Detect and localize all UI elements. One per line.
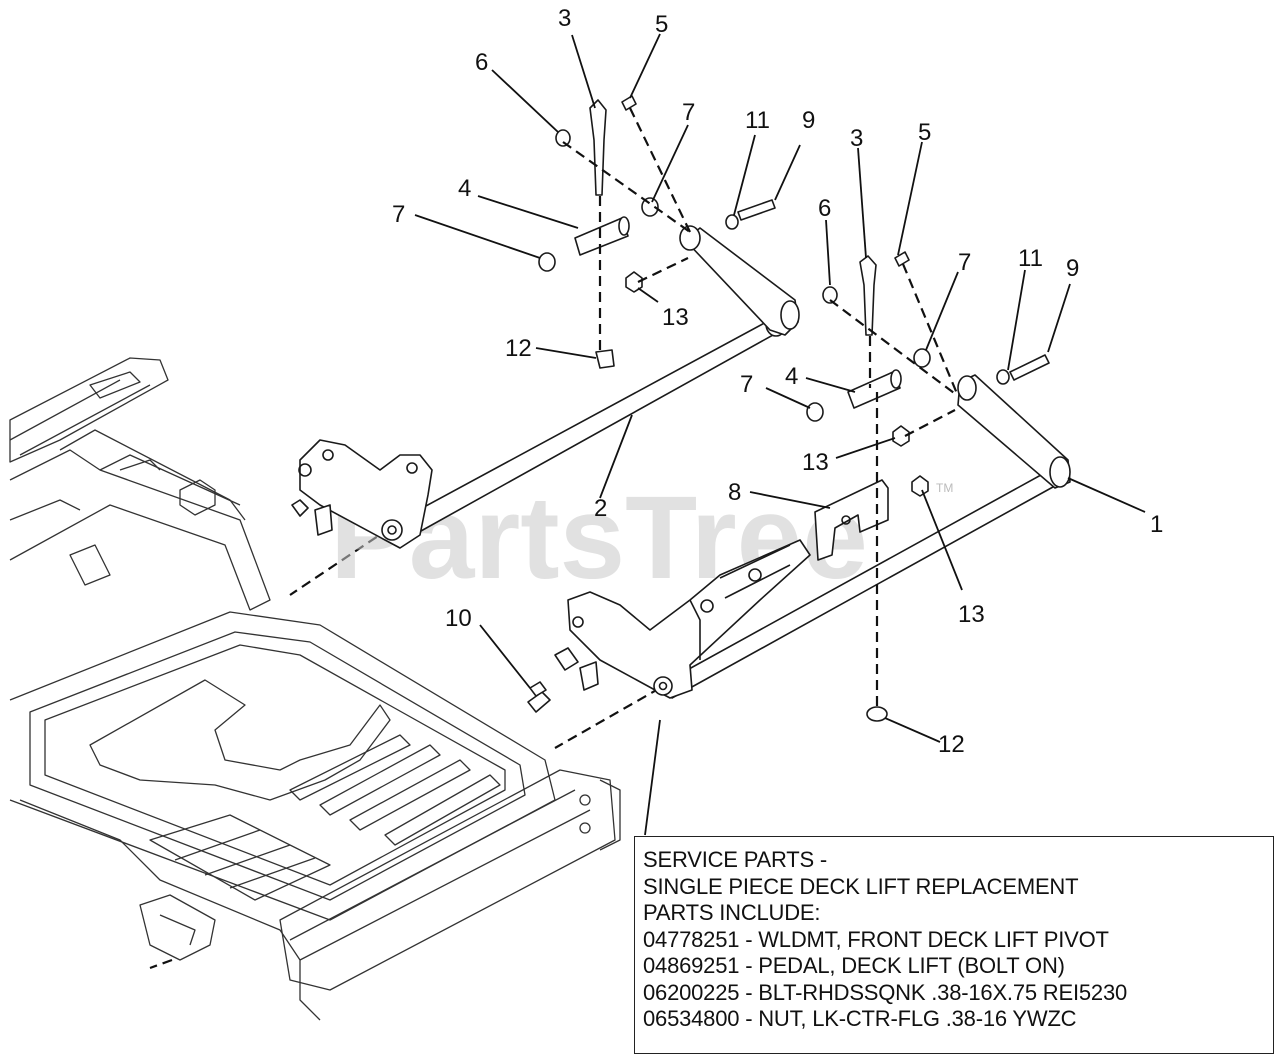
callout-12-lower: 12 bbox=[938, 731, 965, 758]
part-7-clip-b bbox=[641, 197, 659, 217]
callout-5-upper: 5 bbox=[655, 11, 668, 38]
callout-6-upper: 6 bbox=[475, 49, 488, 76]
callout-6-lower: 6 bbox=[818, 195, 831, 222]
callout-1: 1 bbox=[1150, 511, 1163, 538]
part-7-clip-c bbox=[913, 348, 931, 368]
part-3-clevis-a bbox=[589, 99, 607, 196]
service-parts-box: SERVICE PARTS - SINGLE PIECE DECK LIFT R… bbox=[634, 836, 1274, 1054]
part-3-clevis-b bbox=[859, 255, 877, 336]
service-parts-includes-label: PARTS INCLUDE: bbox=[643, 900, 821, 925]
callout-11-upper: 11 bbox=[745, 107, 770, 134]
part-7-clip-a bbox=[538, 252, 556, 272]
callout-9-lower: 9 bbox=[1066, 255, 1079, 282]
callout-8: 8 bbox=[728, 479, 741, 506]
part-7-clip-d bbox=[806, 402, 824, 422]
callout-7-lower-left: 7 bbox=[740, 371, 753, 398]
part-4-pin-b bbox=[847, 371, 901, 409]
callout-7-upper-right: 7 bbox=[682, 99, 695, 126]
part-9-bolt-a bbox=[737, 199, 776, 221]
callout-9-upper: 9 bbox=[802, 107, 815, 134]
service-part-item: 04778251 - WLDMT, FRONT DECK LIFT PIVOT bbox=[643, 926, 1109, 952]
mower-frame bbox=[9, 357, 661, 1021]
callout-13-middle: 13 bbox=[802, 449, 829, 476]
callout-4-upper: 4 bbox=[458, 175, 471, 202]
part-4-pin-a bbox=[574, 217, 629, 256]
callout-13-lower: 13 bbox=[958, 601, 985, 628]
part-8-pedal bbox=[814, 479, 889, 561]
callout-7-lower-right: 7 bbox=[958, 249, 971, 276]
part-12-bushing-a bbox=[595, 349, 615, 369]
callout-12-upper: 12 bbox=[505, 335, 532, 362]
service-part-item: 06534800 - NUT, LK-CTR-FLG .38-16 YWZC bbox=[643, 1006, 1077, 1031]
watermark-trademark: TM bbox=[936, 481, 953, 495]
callout-3-upper: 3 bbox=[558, 5, 571, 32]
front-pivot-weldment bbox=[567, 539, 811, 699]
part-13-nut-b bbox=[892, 425, 910, 447]
part-13-nut-a bbox=[625, 271, 643, 293]
part-11-washer-b bbox=[996, 369, 1010, 385]
callout-7-upper-left: 7 bbox=[392, 201, 405, 228]
service-parts-heading: SERVICE PARTS - bbox=[643, 847, 828, 872]
callout-11-lower: 11 bbox=[1018, 245, 1043, 272]
callout-13-upper: 13 bbox=[662, 304, 689, 331]
part-5-pin-a bbox=[621, 95, 637, 111]
part-6-bushing-a bbox=[555, 129, 571, 147]
deck-lift-assembly bbox=[291, 95, 1071, 722]
part-13-nut-c bbox=[911, 475, 929, 497]
part-9-bolt-b bbox=[1009, 354, 1050, 381]
callout-numbers: 3 5 6 7 11 9 4 7 13 12 3 5 6 7 11 9 4 7 … bbox=[392, 5, 1163, 758]
part-6-bushing-b bbox=[822, 286, 838, 304]
callout-5-lower: 5 bbox=[918, 119, 931, 146]
callout-10: 10 bbox=[445, 605, 472, 632]
leader-lines bbox=[414, 33, 1146, 836]
part-12-bushing-b bbox=[866, 706, 888, 722]
callout-3-lower: 3 bbox=[850, 125, 863, 152]
part-5-pin-b bbox=[894, 251, 910, 267]
callout-2: 2 bbox=[594, 495, 607, 522]
part-11-washer-a bbox=[725, 214, 739, 230]
service-part-item: 06200225 - BLT-RHDSSQNK .38-16X.75 REI52… bbox=[643, 979, 1128, 1005]
service-parts-subheading: SINGLE PIECE DECK LIFT REPLACEMENT bbox=[643, 873, 1079, 899]
callout-4-lower: 4 bbox=[785, 363, 798, 390]
service-part-item: 04869251 - PEDAL, DECK LIFT (BOLT ON) bbox=[643, 953, 1065, 978]
front-lift-arm bbox=[957, 374, 1071, 489]
